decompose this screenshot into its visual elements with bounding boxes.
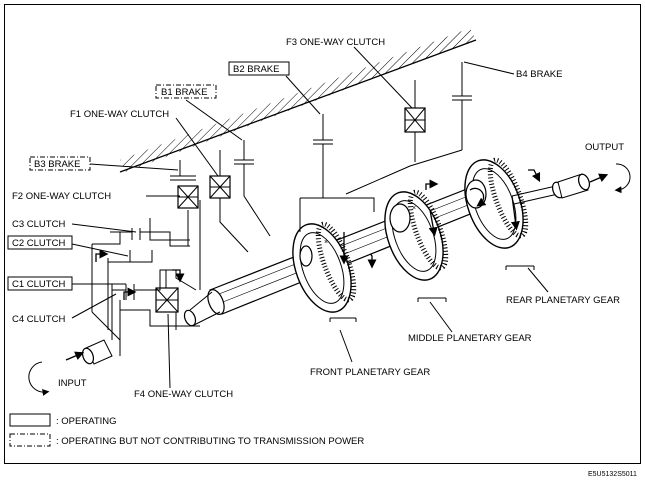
label-f4-one-way-clutch: F4 ONE-WAY CLUTCH (134, 389, 233, 400)
one-way-clutch-f3 (404, 107, 426, 133)
one-way-clutch-f1 (209, 175, 231, 199)
clutch-linkages (91, 228, 200, 356)
label-c1-clutch: C1 CLUTCH (12, 279, 65, 290)
label-b2-brake: B2 BRAKE (233, 64, 279, 75)
main-shaft (183, 175, 511, 327)
gear-brackets (329, 265, 535, 322)
label-rear-planetary-gear: REAR PLANETARY GEAR (506, 295, 620, 306)
output-shaft (511, 163, 631, 205)
c2-clutch-frame (7, 235, 73, 250)
label-f2-one-way-clutch: F2 ONE-WAY CLUTCH (12, 191, 111, 202)
transmission-case (119, 28, 477, 173)
label-input: INPUT (58, 378, 87, 389)
svg-text:×: × (324, 239, 328, 246)
diagram-frame (4, 4, 641, 464)
label-front-planetary-gear: FRONT PLANETARY GEAR (310, 367, 430, 378)
input-shaft (28, 339, 113, 396)
label-b1-brake: B1 BRAKE (161, 87, 207, 98)
label-c3-clutch: C3 CLUTCH (12, 219, 65, 230)
legend-dashed-swatch (9, 433, 51, 447)
svg-text:×: × (412, 205, 416, 212)
label-middle-planetary-gear: MIDDLE PLANETARY GEAR (408, 333, 532, 344)
b3-brake-frame (29, 156, 91, 171)
c1-clutch-frame (7, 276, 73, 291)
legend-solid-swatch (9, 413, 51, 427)
legend: : OPERATING : OPERATING BUT NOT CONTRIBU… (9, 413, 364, 447)
label-c4-clutch: C4 CLUTCH (12, 314, 65, 325)
label-c2-clutch: C2 CLUTCH (12, 238, 65, 249)
leader-lines (71, 46, 549, 389)
legend-operating-not-contributing: : OPERATING BUT NOT CONTRIBUTING TO TRAN… (56, 436, 364, 447)
front-planetary-gear: × (292, 221, 357, 313)
label-b3-brake: B3 BRAKE (34, 159, 80, 170)
b1-brake-frame (155, 84, 217, 99)
label-b4-brake: B4 BRAKE (516, 69, 562, 80)
one-way-clutch-f2 (177, 185, 199, 209)
b2-brake-frame (228, 61, 290, 76)
label-f1-one-way-clutch: F1 ONE-WAY CLUTCH (70, 109, 169, 120)
legend-operating: : OPERATING (56, 416, 117, 427)
one-way-clutch-f4 (155, 287, 179, 313)
carrier-links (299, 149, 463, 232)
figure-code: E5U5132S5011 (588, 471, 637, 478)
label-output: OUTPUT (585, 142, 624, 153)
label-f3-one-way-clutch: F3 ONE-WAY CLUTCH (286, 37, 385, 48)
